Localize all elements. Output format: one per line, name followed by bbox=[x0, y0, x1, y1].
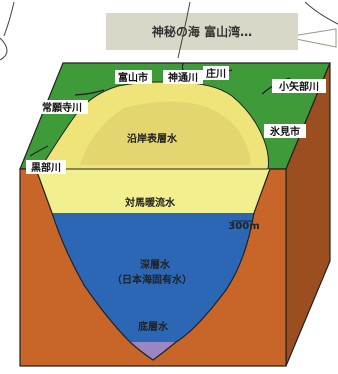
trough-bottom-water bbox=[130, 342, 176, 360]
himi-city-label: 氷見市 bbox=[269, 125, 300, 138]
banner-title: 神秘の海 富山湾… bbox=[152, 24, 252, 39]
bottom-water-label: 底層水 bbox=[138, 320, 169, 333]
toyama-city-label: 富山市 bbox=[118, 71, 148, 84]
sho-river-label: 庄川 bbox=[206, 67, 226, 80]
oyabe-river-label: 小矢部川 bbox=[278, 80, 319, 93]
jinzu-river-label-bg bbox=[163, 70, 203, 84]
bubble-outline-far-left bbox=[3, 1, 15, 37]
deep-water-label: 深層水 bbox=[140, 258, 171, 271]
depth-marker-label: 300m bbox=[228, 221, 259, 232]
jinzu-river-label: 神通川 bbox=[168, 71, 198, 84]
joganji-river-label-bg bbox=[36, 100, 88, 114]
himi-city-label-bg bbox=[264, 124, 306, 138]
sho-river-label-bg bbox=[203, 66, 229, 80]
title-banner bbox=[106, 13, 298, 50]
bubble-outline-left bbox=[0, 37, 8, 61]
warm-deep-boundary bbox=[52, 213, 254, 217]
bubble-outline-top bbox=[177, 1, 191, 59]
trough-warm-current bbox=[36, 169, 270, 213]
trough-outline bbox=[35, 168, 271, 361]
kurobe-river-label-bg bbox=[26, 160, 66, 174]
bubble-outline-right bbox=[304, 1, 338, 25]
joganji-river-label: 常願寺川 bbox=[42, 101, 82, 114]
river-joganji bbox=[74, 89, 105, 96]
river-kurobe bbox=[29, 145, 49, 157]
oyabe-river-label-bg bbox=[272, 79, 326, 93]
deep-water-sublabel: （日本海固有水） bbox=[112, 273, 192, 286]
banner-tail bbox=[285, 28, 337, 48]
kurobe-river-label: 黒部川 bbox=[31, 161, 61, 174]
tsushima-current-label: 対馬暖流水 bbox=[124, 196, 176, 209]
coastal-surface-label: 沿岸表層水 bbox=[127, 132, 178, 145]
bay-inner-shade bbox=[80, 101, 251, 165]
toyama-city-label-bg bbox=[115, 70, 152, 84]
